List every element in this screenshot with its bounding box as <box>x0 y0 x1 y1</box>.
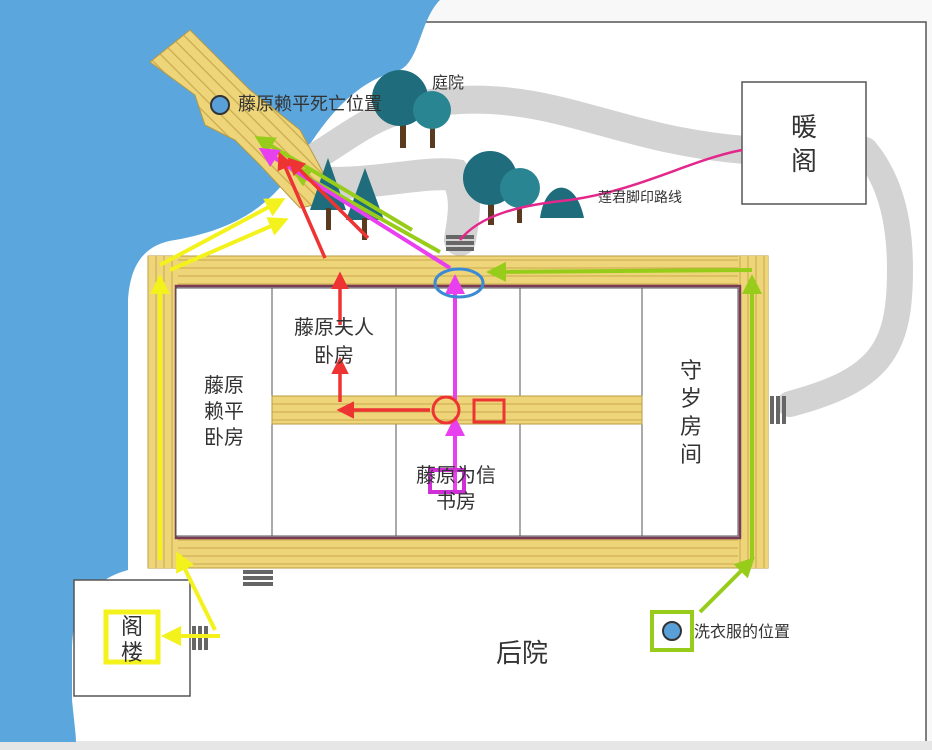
vigil-room-label-1: 守 <box>680 359 702 384</box>
death-spot-pin-icon[interactable] <box>210 95 230 115</box>
warm-pavilion-label-1: 暖 <box>791 113 817 143</box>
death-spot-label: 藤原赖平死亡位置 <box>238 94 382 115</box>
loft-yellow-box[interactable] <box>103 609 161 665</box>
main-house <box>147 255 769 569</box>
yellow-arrows <box>150 198 289 646</box>
vigil-room-label-4: 间 <box>680 443 702 468</box>
footprint-route <box>459 148 743 241</box>
vigil-room-label-2: 岁 <box>680 387 702 412</box>
red-arrows <box>277 151 430 419</box>
steps-south <box>243 570 273 586</box>
footprint-route-label: 莲君脚印路线 <box>598 190 682 206</box>
steps-north <box>446 235 474 251</box>
lady-room-label-1: 藤原夫人 <box>294 315 374 339</box>
lady-room-label-2: 卧房 <box>314 343 354 367</box>
bottom-strip <box>0 741 932 750</box>
north-exit-marker[interactable] <box>433 267 485 299</box>
study-label-1: 藤原为信 <box>416 463 496 487</box>
loft-label-1: 阁 <box>121 615 143 640</box>
study-label-2: 书房 <box>436 489 476 513</box>
warm-pavilion <box>741 81 867 205</box>
laundry-spot-label: 洗衣服的位置 <box>694 622 790 641</box>
courtyard-label: 庭院 <box>432 73 464 92</box>
corridor-red-circle[interactable] <box>431 395 461 425</box>
stone-path-to-pavilion <box>296 85 759 174</box>
courtyard-trees <box>372 70 584 225</box>
river <box>0 0 440 742</box>
stone-path-east <box>777 137 914 417</box>
loft-label-2: 楼 <box>121 641 143 666</box>
laundry-pin-icon[interactable] <box>662 621 682 641</box>
vigil-room-label-3: 房 <box>680 415 702 440</box>
steps-east <box>770 396 786 424</box>
laundry-green-box[interactable] <box>650 610 694 652</box>
study-magenta-box[interactable] <box>428 468 466 494</box>
corridor-red-square[interactable] <box>472 398 506 424</box>
yorihira-room-label-3: 卧房 <box>204 425 244 449</box>
backyard-label: 后院 <box>496 639 548 669</box>
yorihira-room-label-2: 赖平 <box>204 399 244 423</box>
warm-pavilion-label-2: 阁 <box>791 147 817 177</box>
yorihira-room-label-1: 藤原 <box>204 373 244 397</box>
stone-path-branch <box>284 158 480 256</box>
